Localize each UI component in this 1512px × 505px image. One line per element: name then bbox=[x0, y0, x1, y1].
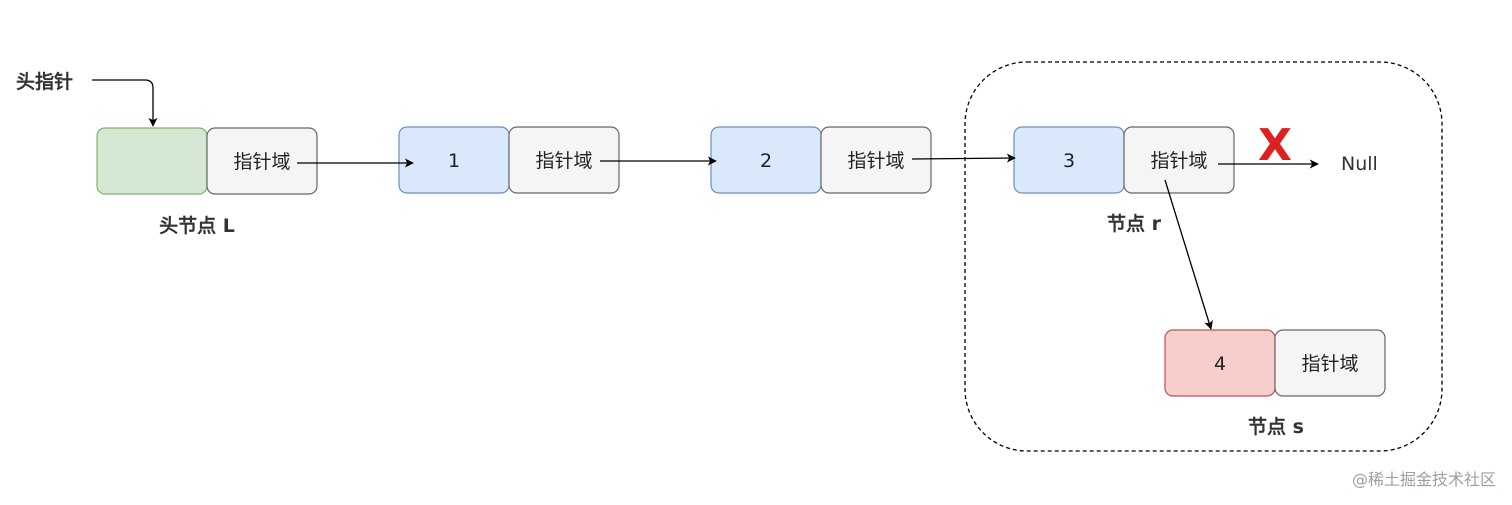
watermark: @稀土掘金技术社区 bbox=[1352, 470, 1496, 489]
head-node: 指针域 bbox=[96, 127, 318, 195]
node-r-label: 节点 r bbox=[1107, 213, 1162, 235]
node-r-data-text: 3 bbox=[1063, 150, 1075, 172]
node-s-label: 节点 s bbox=[1248, 416, 1304, 438]
node-1-pointer-text: 指针域 bbox=[535, 150, 592, 172]
node-r-pointer-cell bbox=[1123, 126, 1235, 194]
dashed-group-outline bbox=[964, 61, 1443, 452]
arrow-node-r-to-node-s bbox=[1164, 179, 1213, 330]
head-node-pointer-cell bbox=[206, 127, 318, 195]
node-s-pointer-cell bbox=[1274, 329, 1386, 397]
head-pointer-label: 头指针 bbox=[16, 70, 73, 93]
head-pointer-arrow bbox=[92, 79, 158, 127]
node-s-data-text: 4 bbox=[1214, 353, 1226, 375]
node-2: 2 指针域 bbox=[710, 126, 932, 194]
head-node-data-cell bbox=[96, 127, 208, 195]
arrow-node-2-to-node-r bbox=[911, 153, 1016, 163]
node-1-data-text: 1 bbox=[448, 150, 460, 172]
node-s-pointer-text: 指针域 bbox=[1301, 353, 1358, 375]
cross-mark-icon: X bbox=[1258, 120, 1292, 171]
node-s: 4 指针域 bbox=[1164, 329, 1386, 397]
node-r-pointer-text: 指针域 bbox=[1150, 150, 1207, 172]
node-2-pointer-text: 指针域 bbox=[847, 150, 904, 172]
head-node-pointer-text: 指针域 bbox=[233, 151, 290, 173]
node-r: 3 指针域 bbox=[1013, 126, 1235, 194]
node-1: 1 指针域 bbox=[398, 126, 620, 194]
null-label: Null bbox=[1341, 153, 1378, 175]
head-node-label: 头节点 L bbox=[159, 215, 235, 237]
node-2-pointer-cell bbox=[820, 126, 932, 194]
node-2-data-text: 2 bbox=[760, 150, 772, 172]
node-1-pointer-cell bbox=[508, 126, 620, 194]
